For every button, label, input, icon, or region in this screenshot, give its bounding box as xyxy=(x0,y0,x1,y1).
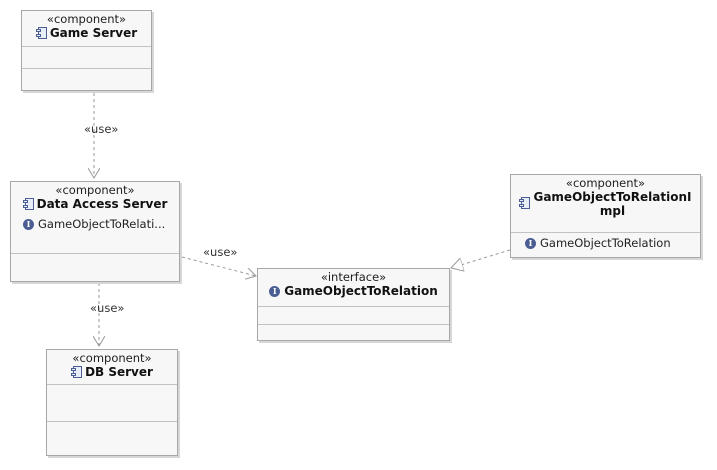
component-name-line-1: GameObjectToRelationI xyxy=(533,190,692,204)
component-icon xyxy=(71,366,83,378)
interface-name: GameObjectToRelation xyxy=(284,284,438,298)
component-name-line-2: mpl xyxy=(599,204,626,218)
interface-icon: I xyxy=(525,237,536,249)
operations-compartment xyxy=(258,325,449,340)
use-label-das-to-interface: «use» xyxy=(203,245,238,259)
component-name-row: DB Server xyxy=(47,365,177,379)
component-header: «component» Game Server xyxy=(22,11,151,47)
component-icon xyxy=(519,197,531,209)
interface-game-object-to-relation[interactable]: «interface» I GameObjectToRelation xyxy=(257,268,450,341)
use-dependency-das-to-interface[interactable] xyxy=(181,256,256,276)
provided-interface-item[interactable]: I GameObjectToRelation xyxy=(511,233,700,253)
component-db-server[interactable]: «component» DB Server xyxy=(46,349,178,456)
component-header: «component» Data Access Server xyxy=(11,182,179,216)
attributes-compartment xyxy=(22,47,151,69)
component-icon xyxy=(22,198,34,210)
component-name: DB Server xyxy=(85,365,153,379)
interface-name-row: I GameObjectToRelation xyxy=(258,284,449,298)
stereotype-label: «component» xyxy=(72,351,152,365)
provided-interfaces-compartment: I GameObjectToRelati... xyxy=(11,216,179,254)
component-data-access-server[interactable]: «component» Data Access Server I GameObj… xyxy=(10,181,180,282)
attributes-compartment xyxy=(47,385,177,422)
interface-header: «interface» I GameObjectToRelation xyxy=(258,269,449,307)
stereotype-label: «component» xyxy=(55,183,135,197)
component-name: Data Access Server xyxy=(36,197,168,211)
component-name-row: Data Access Server xyxy=(11,197,179,211)
interface-icon: I xyxy=(23,218,34,230)
component-name: Game Server xyxy=(49,26,138,40)
realization-impl-to-interface[interactable] xyxy=(451,249,511,268)
stereotype-label: «component» xyxy=(46,12,127,26)
use-label-das-to-db: «use» xyxy=(90,301,125,315)
provided-interface-name: GameObjectToRelation xyxy=(540,236,671,250)
stereotype-label: «component» xyxy=(565,176,646,190)
component-game-server[interactable]: «component» Game Server xyxy=(21,10,152,91)
interface-icon: I xyxy=(269,285,281,297)
provided-interface-name: GameObjectToRelati... xyxy=(38,217,166,231)
operations-compartment xyxy=(22,69,151,90)
use-label-game-to-das: «use» xyxy=(84,122,119,136)
stereotype-label: «interface» xyxy=(320,270,387,284)
component-name-row: Game Server xyxy=(22,26,151,40)
component-icon xyxy=(35,27,47,39)
component-header: «component» DB Server xyxy=(47,350,177,385)
provided-interfaces-compartment: I GameObjectToRelation xyxy=(511,233,700,257)
provided-interface-item[interactable]: I GameObjectToRelati... xyxy=(11,216,179,232)
operations-compartment xyxy=(47,422,177,455)
operations-compartment xyxy=(11,254,179,281)
attributes-compartment xyxy=(258,307,449,325)
